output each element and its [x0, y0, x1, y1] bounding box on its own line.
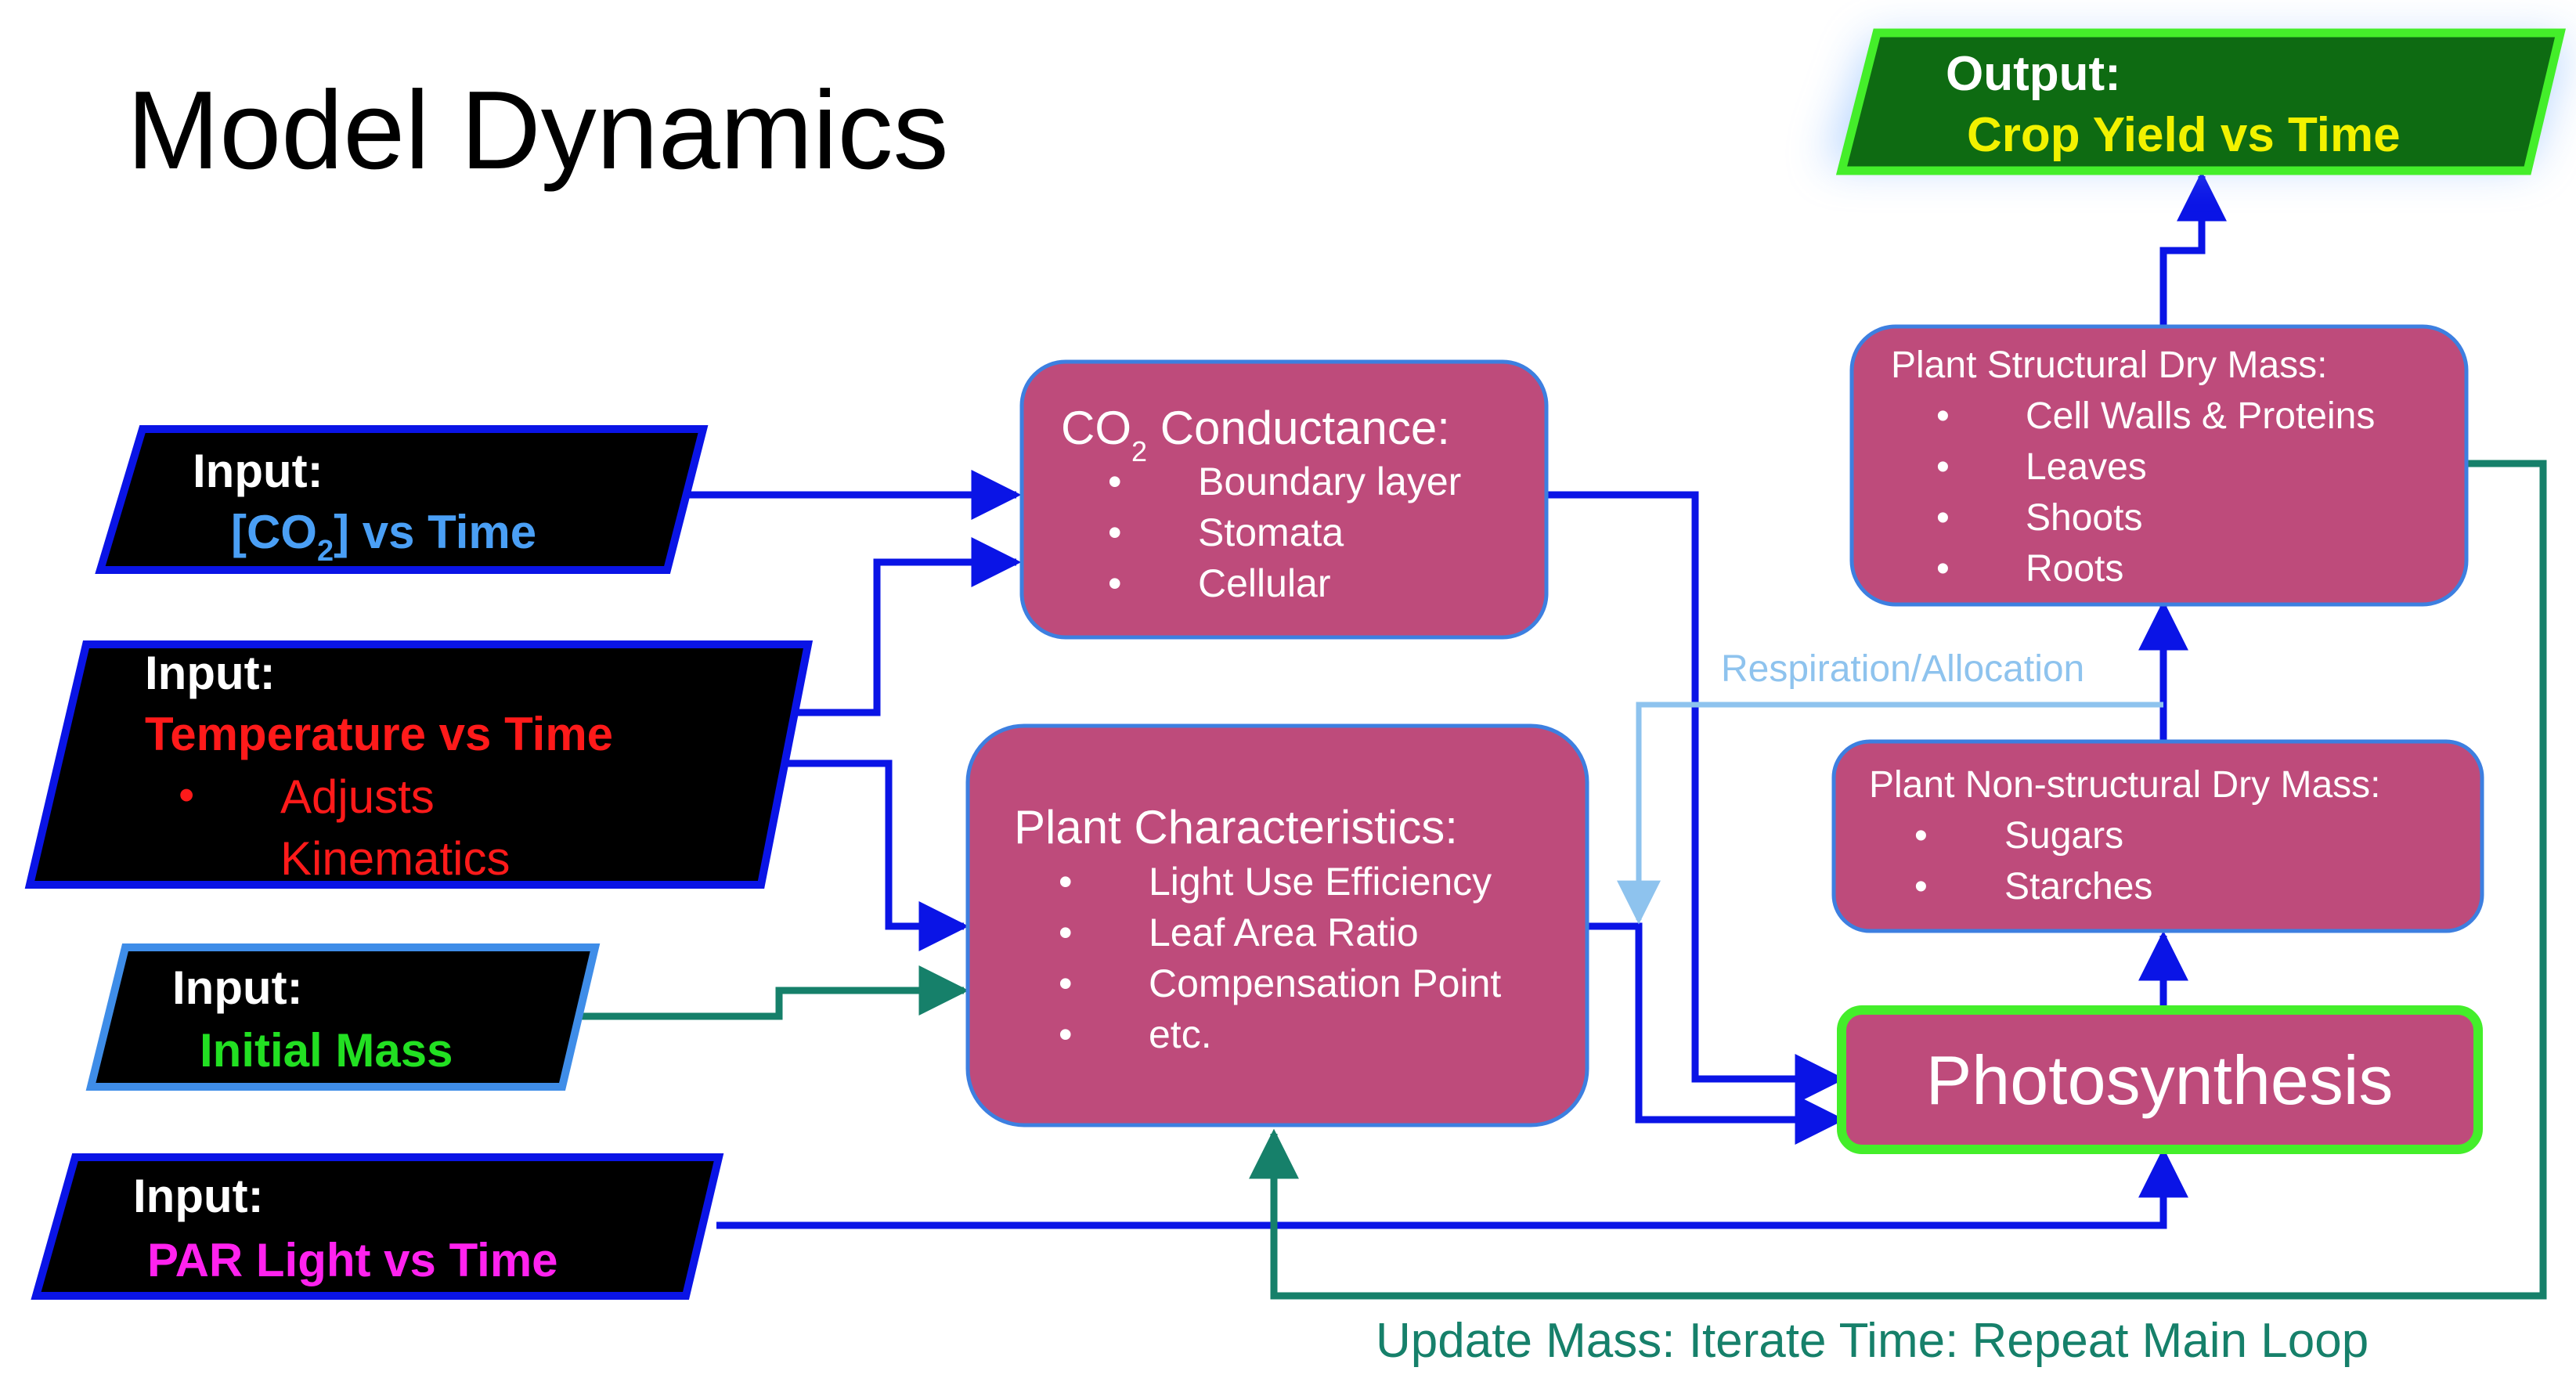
plant-characteristics-title: Plant Characteristics: — [1014, 801, 1458, 853]
photosynthesis-box: Photosynthesis — [1837, 1005, 2483, 1154]
input-temperature-sub1: Adjusts — [280, 770, 435, 823]
bullet: • — [1936, 395, 1950, 437]
input-temperature-label: Input: — [145, 647, 276, 699]
bullet: • — [1108, 460, 1122, 503]
bullet: • — [1108, 561, 1122, 605]
arrow-par-to-photosynthesis — [716, 1147, 2188, 1229]
bullet: • — [1914, 866, 1928, 907]
input-par-label: Input: — [133, 1170, 264, 1222]
nonstructural-item: Sugars — [2004, 815, 2123, 857]
arrow-initial-mass-to-characteristics — [579, 965, 969, 1020]
input-temperature-bullet: • — [179, 770, 194, 821]
page-title: Model Dynamics — [127, 68, 949, 193]
input-par-value: PAR Light vs Time — [147, 1234, 558, 1286]
bullet: • — [1936, 548, 1950, 590]
plant-characteristics-item: Light Use Efficiency — [1149, 860, 1492, 904]
output-box: Output: Crop Yield vs Time — [1826, 28, 2567, 175]
nonstructural-item: Starches — [2004, 866, 2152, 907]
nonstructural-dry-mass-box: Plant Non-structural Dry Mass: • Sugars … — [1831, 739, 2484, 933]
plant-characteristics-item: Leaf Area Ratio — [1149, 911, 1419, 954]
structural-item: Leaves — [2026, 446, 2147, 488]
bullet: • — [1936, 497, 1950, 539]
bullet: • — [1059, 911, 1073, 954]
input-initial-mass-label: Input: — [172, 961, 303, 1014]
bullet: • — [1936, 446, 1950, 488]
structural-item: Shoots — [2026, 497, 2142, 539]
plant-characteristics-box: Plant Characteristics: • Light Use Effic… — [965, 723, 1589, 1127]
co2-conductance-item: Boundary layer — [1198, 460, 1461, 503]
output-value: Crop Yield vs Time — [1967, 108, 2401, 162]
plant-characteristics-item: Compensation Point — [1149, 961, 1501, 1005]
input-par-light: Input: PAR Light vs Time — [31, 1153, 724, 1300]
arrow-structural-to-output — [2159, 171, 2227, 325]
input-temperature: Input: Temperature vs Time • Adjusts Kin… — [24, 640, 814, 889]
co2-conductance-item: Stomata — [1198, 511, 1344, 554]
co2-conductance-item: Cellular — [1198, 561, 1331, 605]
output-label: Output: — [1946, 47, 2121, 101]
bullet: • — [1059, 961, 1073, 1005]
input-initial-mass: Input: Initial Mass — [85, 943, 601, 1091]
arrow-respiration-allocation — [1617, 702, 2163, 925]
input-co2-value: [CO2] vs Time — [231, 506, 536, 568]
input-co2-label: Input: — [193, 445, 323, 497]
connectors — [579, 171, 2547, 1300]
update-mass-label: Update Mass: Iterate Time: Repeat Main L… — [1376, 1314, 2369, 1368]
co2-conductance-title: CO2 Conductance: — [1061, 402, 1450, 467]
nonstructural-title: Plant Non-structural Dry Mass: — [1869, 764, 2381, 806]
structural-item: Roots — [2026, 548, 2123, 590]
input-temperature-value: Temperature vs Time — [145, 708, 613, 760]
input-co2: Input: [CO2] vs Time — [95, 425, 709, 574]
bullet: • — [1059, 860, 1073, 904]
arrow-temperature-to-conductance — [791, 537, 1022, 716]
photosynthesis-label: Photosynthesis — [1926, 1041, 2394, 1119]
bullet: • — [1059, 1012, 1073, 1056]
arrow-characteristics-to-photosynthesis — [1587, 922, 1845, 1145]
arrow-update-mass-loop — [1249, 460, 2547, 1300]
bullet: • — [1108, 511, 1122, 554]
input-temperature-sub2: Kinematics — [280, 832, 510, 885]
respiration-allocation-label: Respiration/Allocation — [1721, 648, 2084, 690]
arrow-conductance-to-photosynthesis — [1546, 491, 1845, 1104]
input-initial-mass-value: Initial Mass — [200, 1024, 453, 1077]
plant-characteristics-item: etc. — [1149, 1012, 1212, 1056]
arrow-temperature-to-characteristics — [775, 759, 969, 951]
bullet: • — [1914, 815, 1928, 857]
co2-conductance-box: CO2 Conductance: • Boundary layer • Stom… — [1019, 359, 1549, 640]
structural-dry-mass-box: Plant Structural Dry Mass: • Cell Walls … — [1849, 324, 2469, 607]
structural-title: Plant Structural Dry Mass: — [1891, 345, 2327, 386]
structural-item: Cell Walls & Proteins — [2026, 395, 2375, 437]
